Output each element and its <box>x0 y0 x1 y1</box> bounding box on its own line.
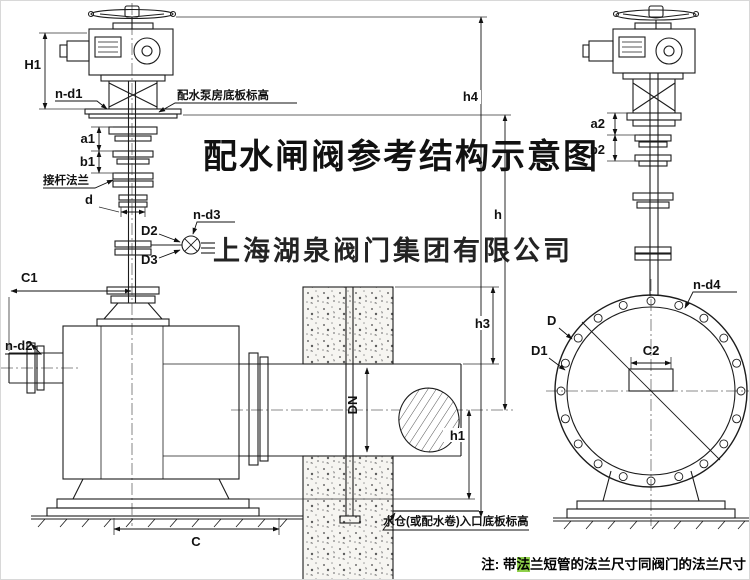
left-view <box>8 5 479 528</box>
wall-upper-block <box>302 286 394 365</box>
label-H1: H1 <box>24 57 41 72</box>
leader-D1 <box>548 357 566 371</box>
label-C: C <box>191 534 201 549</box>
footnote-highlight: 法 <box>516 557 530 572</box>
electric-actuator-right <box>582 22 696 80</box>
yoke-bracket-left <box>84 81 182 119</box>
pipe-opening-section <box>398 387 460 453</box>
label-h4: h4 <box>463 89 479 104</box>
label-d: d <box>85 192 93 207</box>
leader-n-d3 <box>192 221 235 235</box>
label-h3: h3 <box>475 316 490 331</box>
leader-sump-floor <box>382 512 529 531</box>
valve-base-left <box>31 478 303 528</box>
label-D: D <box>547 313 556 328</box>
dimension-labels: H1 n-d1 配水泵房底板标高 a1 b1 接杆法兰 d D2 n-d3 D3… <box>5 57 721 549</box>
footnote: 注: 带法兰短管的法兰尺寸同阀门的法兰尺寸 <box>481 553 746 573</box>
watermark: 上海湖泉阀门集团有限公司 <box>201 235 573 266</box>
flange-face-circle <box>554 294 748 488</box>
watermark-text: 上海湖泉阀门集团有限公司 <box>213 235 573 266</box>
bolt-hole-symbol-icon <box>151 235 201 255</box>
valve-bonnet-left <box>102 302 164 320</box>
valve-body-left <box>62 325 240 480</box>
label-C2: C2 <box>643 343 660 358</box>
stem-flanges-left <box>106 126 160 304</box>
label-n-d2: n-d2 <box>5 338 32 353</box>
handwheel-icon <box>87 5 177 29</box>
footnote-prefix: 注: 带 <box>481 557 517 572</box>
label-stem-flange: 接杆法兰 <box>43 173 89 187</box>
label-C1: C1 <box>21 270 38 285</box>
valve-stem-left <box>127 81 137 303</box>
label-b1: b1 <box>80 154 95 169</box>
leader-stem-flange <box>43 179 114 189</box>
leader-n-d2 <box>5 343 43 355</box>
label-n-d1: n-d1 <box>55 86 82 101</box>
watermark-seal-icon <box>201 242 215 254</box>
concrete-wall <box>302 286 394 579</box>
leader-lines <box>5 100 737 531</box>
label-a2: a2 <box>591 116 605 131</box>
leader-D3 <box>158 249 181 259</box>
guide-rod <box>339 287 361 524</box>
valve-base-right <box>553 470 749 530</box>
label-pump-room-floor: 配水泵房底板标高 <box>177 88 269 102</box>
bolt-holes <box>556 296 746 486</box>
stem-flanges-right <box>632 134 674 261</box>
leader-n-d4 <box>684 291 737 309</box>
label-h1: h1 <box>450 428 465 443</box>
leader-D2 <box>158 233 181 243</box>
label-n-d3: n-d3 <box>193 207 220 222</box>
valve-stem-right <box>649 73 659 296</box>
leader-D <box>558 327 573 340</box>
electric-actuator-left <box>59 22 174 82</box>
body-top-flange-left <box>96 318 170 327</box>
diagram-title: 配水闸阀参考结构示意图 <box>203 138 599 176</box>
inlet-pipe-stub <box>8 342 63 394</box>
label-D2: D2 <box>141 223 158 238</box>
label-sump-floor: 水仓(或配水卷)入口底板标高 <box>383 514 529 528</box>
label-h: h <box>494 207 502 222</box>
label-D3: D3 <box>141 252 158 267</box>
yoke-bracket-right <box>626 79 682 127</box>
label-DN: DN <box>345 396 360 415</box>
gate-center-boss <box>628 368 674 392</box>
label-D1: D1 <box>531 343 548 358</box>
wall-lower-block <box>302 455 394 579</box>
leader-n-d1 <box>55 100 108 110</box>
label-n-d4: n-d4 <box>693 277 721 292</box>
dimension-lines <box>10 16 672 532</box>
handwheel-icon-right <box>612 5 700 29</box>
label-backings <box>443 90 504 442</box>
footnote-rest: 兰短管的法兰尺寸同阀门的法兰尺寸 <box>530 557 746 572</box>
label-a1: a1 <box>81 131 95 146</box>
leader-pump-floor <box>158 102 297 113</box>
right-view <box>553 5 749 530</box>
label-b2: b2 <box>590 142 605 157</box>
